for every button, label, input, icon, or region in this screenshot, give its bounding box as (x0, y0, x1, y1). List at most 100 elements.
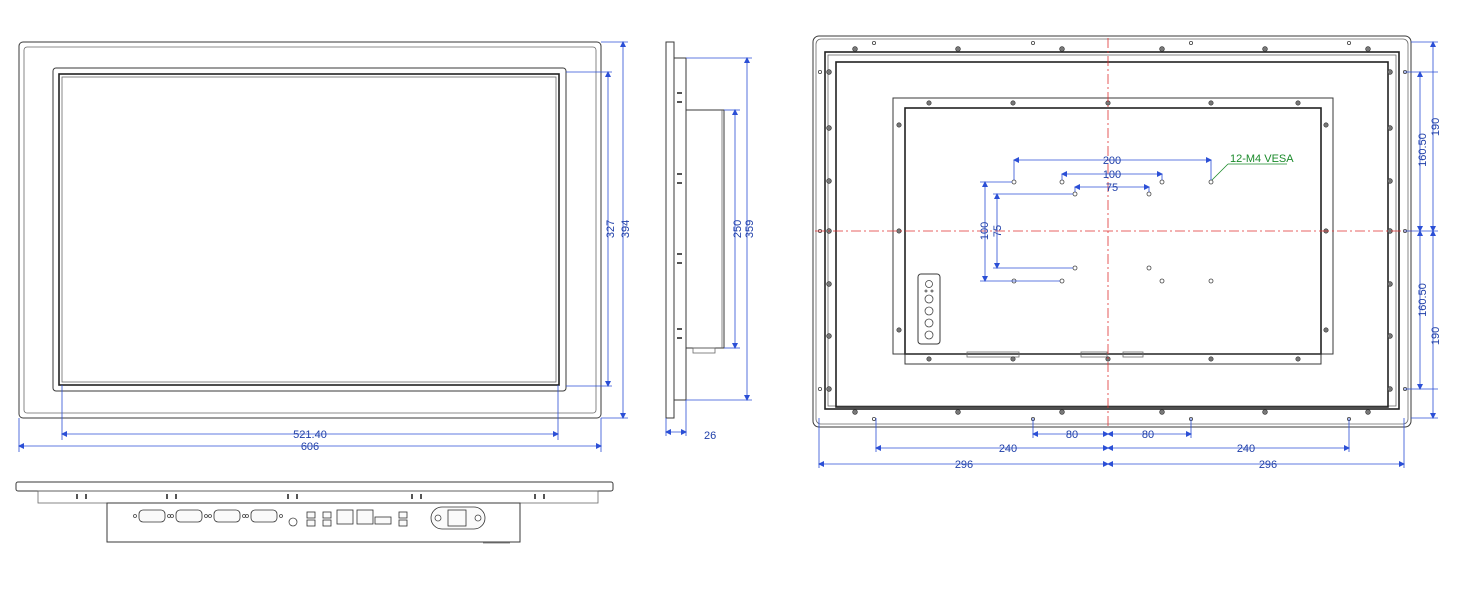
screw-icon (1010, 356, 1016, 362)
screw-icon (852, 46, 858, 52)
side-rear-cover (685, 109, 725, 349)
front-display-inner (61, 76, 557, 383)
screw-icon (1262, 46, 1268, 52)
screw-icon (1010, 100, 1016, 106)
front-view: 327 394 521.40 606 (18, 41, 632, 453)
screw-icon (1189, 41, 1194, 46)
screw-icon (1323, 327, 1329, 333)
rear-frame (824, 51, 1400, 410)
vesa-100-v-label: 100 (979, 222, 991, 240)
lan-ports (336, 509, 374, 525)
side-height-inner-label: 250 (732, 220, 744, 238)
bottom-bezel-lip (37, 490, 599, 504)
right-296-label: 296 (1259, 459, 1277, 471)
screw-icon (852, 409, 858, 415)
screw-icon (826, 69, 832, 75)
vesa-75-h-label: 75 (1106, 182, 1118, 194)
front-height-overall-label: 394 (620, 220, 632, 238)
screw-icon (1059, 46, 1065, 52)
hdmi-port (374, 516, 392, 525)
rear-cover (835, 61, 1389, 408)
side-clips (677, 92, 682, 339)
vesa-75-v-label: 75 (992, 225, 1004, 237)
rear-bezel-outer (812, 35, 1412, 428)
vesa-200-label: 200 (1103, 155, 1121, 167)
left-80-label: 80 (1066, 429, 1078, 441)
connector-cover (904, 353, 1322, 365)
screw-icon (1295, 100, 1301, 106)
front-bezel-outer (18, 41, 602, 419)
screw-icon (1262, 409, 1268, 415)
screw-icon (1323, 122, 1329, 128)
screw-icon (818, 70, 823, 75)
side-body (673, 57, 687, 401)
side-view: 250 359 26 (665, 41, 756, 442)
front-display-frame (52, 67, 567, 392)
screw-icon (1387, 386, 1393, 392)
screw-icon (1031, 41, 1036, 46)
power-inlet (430, 506, 486, 530)
front-height-display-label: 327 (605, 220, 617, 238)
front-width-overall-label: 606 (301, 441, 319, 453)
osd-key-panel (917, 273, 941, 345)
front-width-display-label: 521.40 (293, 429, 327, 441)
screw-icon (826, 178, 832, 184)
right-80-label: 80 (1142, 429, 1154, 441)
audio-jack (288, 517, 298, 527)
screw-icon (1387, 333, 1393, 339)
screw-icon (1295, 356, 1301, 362)
frame-screws (818, 41, 1408, 421)
mainboard-cover (892, 97, 1334, 355)
screw-icon (1387, 69, 1393, 75)
bottom-housing (106, 502, 521, 543)
screw-icon (896, 122, 902, 128)
screw-icon (1208, 100, 1214, 106)
screw-icon (926, 100, 932, 106)
vesa-note: 12-M4 VESA (1230, 153, 1294, 165)
left-240-label: 240 (999, 443, 1017, 455)
usb-ports-right (398, 511, 408, 527)
screw-icon (826, 281, 832, 287)
screw-icon (1387, 178, 1393, 184)
left-296-label: 296 (955, 459, 973, 471)
screw-icon (872, 41, 877, 46)
screw-icon (1208, 356, 1214, 362)
upper-half-outer-label: 190 (1430, 118, 1442, 136)
screw-icon (826, 125, 832, 131)
serial-ports (133, 509, 283, 523)
upper-half-inner-label: 160.50 (1417, 133, 1429, 167)
rear-view: 200 100 75 100 75 12-M4 VESA 160.50 190 … (812, 35, 1442, 471)
screw-icon (1365, 409, 1371, 415)
lower-half-outer-label: 190 (1430, 327, 1442, 345)
vesa-100-h-label: 100 (1103, 169, 1121, 181)
screw-icon (955, 409, 961, 415)
side-height-overall-label: 359 (744, 220, 756, 238)
bottom-view (15, 481, 614, 544)
screw-icon (1059, 409, 1065, 415)
side-depth-label: 26 (704, 430, 716, 442)
usb-ports (306, 511, 332, 527)
screw-icon (826, 386, 832, 392)
screw-icon (826, 333, 832, 339)
screw-icon (1387, 125, 1393, 131)
screw-icon (1347, 41, 1352, 46)
bottom-bezel (15, 481, 614, 492)
screw-icon (1387, 281, 1393, 287)
rear-connectors (966, 351, 1144, 358)
right-240-label: 240 (1237, 443, 1255, 455)
screw-icon (1365, 46, 1371, 52)
screw-icon (872, 416, 877, 421)
screw-icon (896, 327, 902, 333)
screw-icon (926, 356, 932, 362)
screw-icon (1159, 46, 1165, 52)
front-display-area (58, 73, 560, 386)
bottom-clips (76, 494, 545, 499)
vesa-holes (1011, 179, 1214, 284)
screw-icon (1159, 409, 1165, 415)
lower-half-inner-label: 160.50 (1417, 283, 1429, 317)
front-bezel-inner (23, 46, 597, 414)
side-bezel (665, 41, 675, 419)
screw-icon (955, 46, 961, 52)
screw-icon (818, 386, 823, 391)
